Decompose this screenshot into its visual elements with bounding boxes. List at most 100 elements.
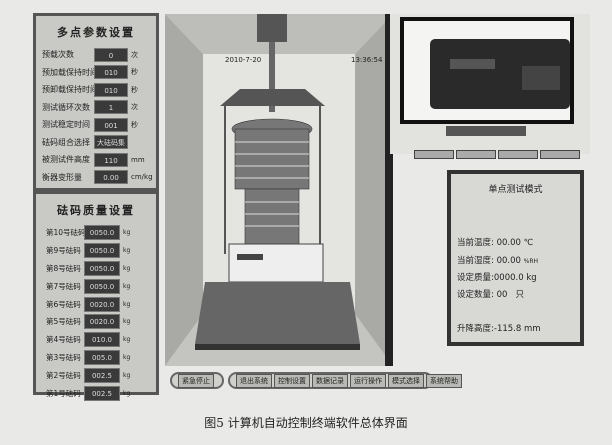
exit-button[interactable]: 退出系统	[236, 373, 272, 388]
row-label: 第8号砝码	[46, 263, 81, 273]
row-label: 预载次数	[42, 50, 74, 60]
row-unit: 秒	[131, 120, 138, 129]
row-value-input[interactable]: 0020.0	[84, 314, 120, 330]
row-unit: kg	[123, 229, 131, 237]
humidity-unit: %RH	[523, 258, 539, 265]
row-unit: kg	[123, 318, 131, 326]
row-value-input[interactable]: 0050.0	[84, 260, 120, 276]
run-operation-button[interactable]: 运行操作	[350, 373, 386, 388]
date-label: 2010-7-20	[225, 56, 262, 64]
emergency-bar: 紧急停止	[170, 372, 224, 389]
data-records-button[interactable]: 数据记录	[312, 373, 348, 388]
mass-unit: kg	[526, 273, 537, 283]
row-unit: cm/kg	[131, 173, 153, 182]
row-value-input[interactable]: 0	[94, 47, 128, 62]
humidity-readout: 当前湿度: 00.00 %RH	[457, 254, 538, 266]
row-label: 第1号砝码	[46, 388, 81, 398]
lift-readout: 升降高度:-115.8 mm	[457, 322, 541, 334]
row-label: 第6号砝码	[46, 299, 81, 309]
temperature-label: 当前温度:	[457, 238, 494, 248]
mode-select-button[interactable]: 模式选择	[388, 373, 424, 388]
temperature-unit: ℃	[523, 238, 534, 248]
humidity-label: 当前湿度:	[457, 256, 494, 266]
row-value-input[interactable]: 0050.0	[84, 225, 120, 241]
mode-title: 单点测试模式	[488, 185, 543, 195]
figure-caption: 图5 计算机自动控制终端软件总体界面	[204, 416, 408, 430]
temperature-readout: 当前温度: 00.00 ℃	[457, 236, 533, 248]
mass-label: 设定质量:	[457, 273, 494, 283]
lift-value: -115.8	[493, 324, 522, 334]
row-value-input[interactable]: 大砝码集	[94, 135, 128, 150]
row-unit: 次	[131, 50, 138, 59]
row-unit: 秒	[131, 85, 138, 94]
row-value-input[interactable]: 005.0	[84, 349, 120, 365]
temperature-value: 00.00	[496, 238, 521, 248]
row-label: 测试稳定时间	[42, 120, 90, 130]
lift-unit: mm	[523, 324, 541, 334]
mass-value: 0000.0	[493, 273, 524, 283]
humidity-value: 00.00	[496, 256, 521, 266]
row-value-input[interactable]: 002.5	[84, 385, 120, 401]
help-button[interactable]: 系统帮助	[426, 373, 462, 388]
row-unit: kg	[123, 353, 131, 361]
row-value-input[interactable]: 1	[94, 100, 128, 115]
monitor-button-3[interactable]	[498, 150, 538, 159]
row-label: 第2号砝码	[46, 370, 81, 380]
row-label: 第5号砝码	[46, 317, 81, 327]
row-label: 预卸载保持时间	[42, 85, 94, 95]
time-label: 13:36:54	[351, 56, 383, 64]
monitor-button-1[interactable]	[414, 150, 454, 159]
row-label: 测试循环次数	[42, 102, 90, 112]
params-title: 多点参数设置	[57, 26, 135, 39]
row-label: 第7号砝码	[46, 281, 81, 291]
row-value-input[interactable]: 0.00	[94, 170, 128, 185]
count-readout: 设定数量: 00 只	[457, 288, 524, 300]
row-value-input[interactable]: 002.5	[84, 367, 120, 383]
monitor-button-4[interactable]	[540, 150, 580, 159]
row-value-input[interactable]: 001	[94, 117, 128, 132]
emergency-stop-button[interactable]: 紧急停止	[178, 373, 214, 388]
single-point-mode-panel: 单点测试模式 当前温度: 00.00 ℃ 当前湿度: 00.00 %RH 设定质…	[447, 170, 584, 346]
row-label: 第9号砝码	[46, 246, 81, 256]
count-value: 00	[496, 290, 508, 300]
row-unit: kg	[123, 247, 131, 255]
count-label: 设定数量:	[457, 290, 494, 300]
control-settings-button[interactable]: 控制设置	[274, 373, 310, 388]
row-label: 第10号砝码	[46, 228, 86, 238]
row-value-input[interactable]: 010	[94, 82, 128, 97]
indicator-view	[390, 14, 590, 159]
row-unit: 秒	[131, 68, 138, 77]
weighing-indicator-image	[390, 14, 590, 154]
row-value-input[interactable]: 0050.0	[84, 243, 120, 259]
setting-row: 砝码组合选择大砝码集	[36, 134, 156, 152]
row-unit: kg	[123, 389, 131, 397]
row-label: 第4号砝码	[46, 335, 81, 345]
row-label: 砝码组合选择	[42, 137, 90, 147]
row-unit: mm	[131, 155, 145, 164]
weights-title: 砝码质量设置	[57, 204, 135, 217]
lift-label: 升降高度:	[457, 324, 494, 334]
monitor-button-2[interactable]	[456, 150, 496, 159]
row-value-input[interactable]: 0050.0	[84, 278, 120, 294]
row-value-input[interactable]: 010.0	[84, 332, 120, 348]
row-unit: kg	[123, 371, 131, 379]
row-value-input[interactable]: 010	[94, 65, 128, 80]
test-machine-illustration	[165, 14, 393, 366]
row-value-input[interactable]: 110	[94, 152, 128, 167]
row-value-input[interactable]: 0020.0	[84, 296, 120, 312]
